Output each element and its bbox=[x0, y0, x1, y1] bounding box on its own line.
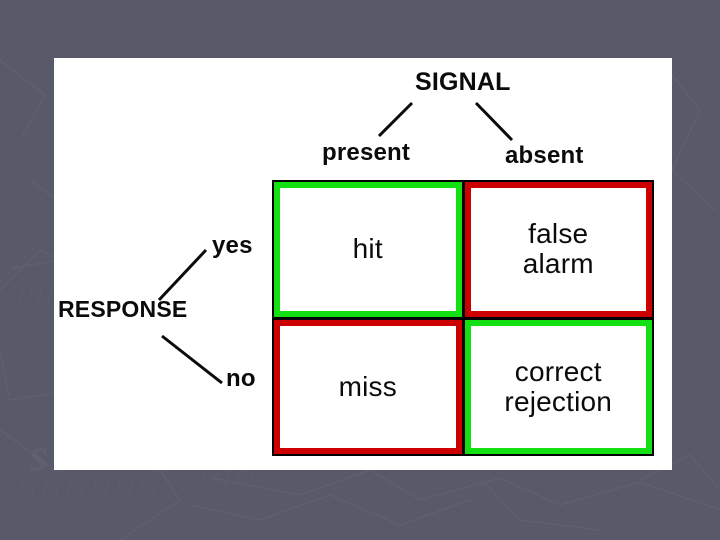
column-label-absent: absent bbox=[505, 142, 584, 169]
matrix-cell-false-alarm-label: false alarm bbox=[523, 219, 594, 279]
matrix-cell-false-alarm-line-2: alarm bbox=[522, 248, 594, 280]
matrix-cell-hit-line-1: hit bbox=[352, 233, 383, 265]
matrix-cell-miss-label: miss bbox=[338, 370, 397, 402]
matrix-cell-false-alarm-line-1: false bbox=[528, 218, 589, 250]
matrix-cell-false-alarm: false alarm bbox=[464, 182, 652, 317]
matrix-cell-hit: hit bbox=[274, 182, 462, 317]
row-label-no: no bbox=[226, 365, 256, 392]
matrix-cell-miss: miss bbox=[274, 319, 462, 454]
row-axis-title: RESPONSE bbox=[58, 296, 188, 322]
diagram-panel: SIGNAL present absent RESPONSE yes no hi… bbox=[54, 58, 672, 470]
matrix-cell-correct-rejection-line-1: correct bbox=[514, 355, 602, 387]
column-axis-title: SIGNAL bbox=[415, 68, 511, 96]
matrix-cell-correct-rejection-label: correct rejection bbox=[504, 355, 613, 417]
matrix-cell-correct-rejection: correct rejection bbox=[464, 319, 652, 454]
matrix-cell-correct-rejection-line-2: rejection bbox=[504, 385, 613, 417]
matrix-cell-hit-label: hit bbox=[353, 234, 383, 264]
outcome-matrix: hit false alarm miss correct rejection bbox=[272, 180, 654, 456]
matrix-cell-miss-line-1: miss bbox=[338, 370, 397, 402]
svg-text:s: s bbox=[29, 429, 48, 480]
column-label-present: present bbox=[322, 139, 411, 166]
row-label-yes: yes bbox=[212, 232, 253, 259]
